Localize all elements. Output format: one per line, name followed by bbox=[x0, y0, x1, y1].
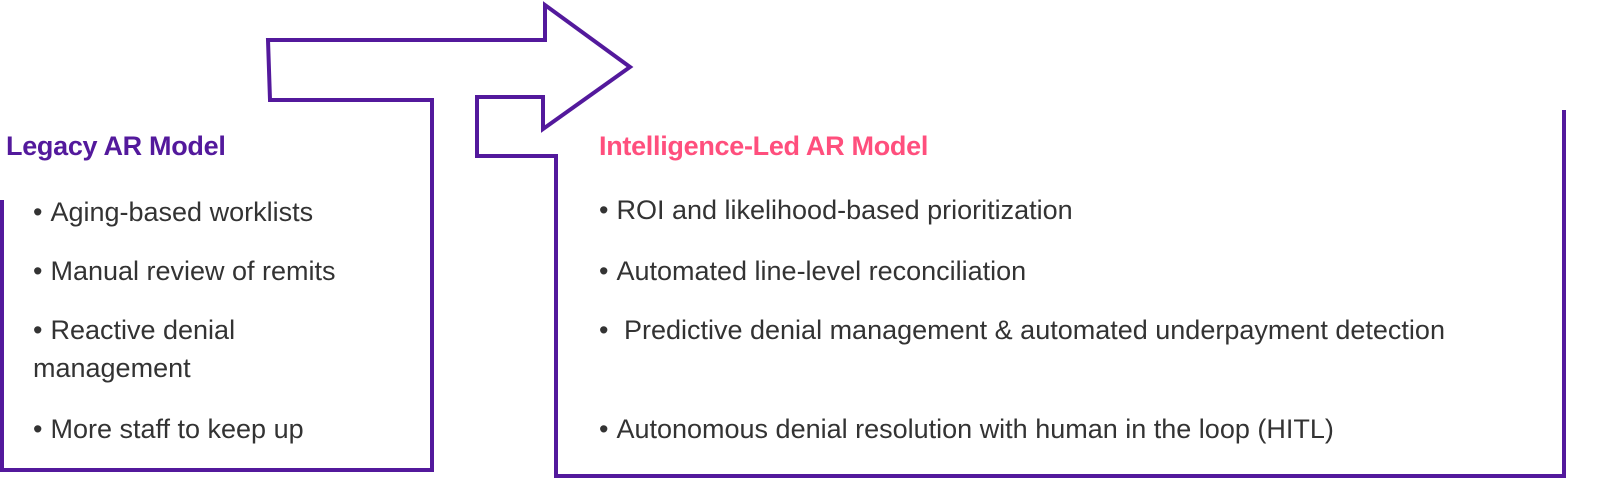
item-text: Aging-based worklists bbox=[50, 197, 314, 227]
intelligence-item: •ROI and likelihood-based prioritization bbox=[599, 191, 1073, 229]
item-text: Reactive denial management bbox=[33, 315, 236, 383]
bullet: • bbox=[599, 195, 609, 225]
bullet: • bbox=[599, 414, 609, 444]
item-text: Manual review of remits bbox=[50, 256, 336, 286]
arrow-connector-shape bbox=[0, 1, 1566, 478]
bullet: • bbox=[33, 414, 43, 444]
item-text: Predictive denial management & automated… bbox=[616, 315, 1445, 345]
item-text: Autonomous denial resolution with human … bbox=[616, 414, 1334, 444]
legacy-heading: Legacy AR Model bbox=[6, 131, 226, 161]
intelligence-item: •Automated line-level reconciliation bbox=[599, 252, 1026, 290]
legacy-item: •Aging-based worklists bbox=[33, 193, 313, 231]
bullet: • bbox=[599, 315, 609, 345]
item-text: ROI and likelihood-based prioritization bbox=[616, 195, 1073, 225]
legacy-item: •More staff to keep up bbox=[33, 410, 304, 448]
legacy-item: •Reactive denial management bbox=[33, 311, 333, 387]
intelligence-item: • Predictive denial management & automat… bbox=[599, 311, 1549, 349]
bullet: • bbox=[33, 256, 43, 286]
intelligence-heading: Intelligence-Led AR Model bbox=[599, 131, 929, 161]
bullet: • bbox=[599, 256, 609, 286]
legacy-item: •Manual review of remits bbox=[33, 252, 336, 290]
bullet: • bbox=[33, 315, 43, 345]
bullet: • bbox=[33, 197, 43, 227]
intelligence-item: •Autonomous denial resolution with human… bbox=[599, 410, 1334, 448]
item-text: Automated line-level reconciliation bbox=[616, 256, 1027, 286]
item-text: More staff to keep up bbox=[50, 414, 304, 444]
